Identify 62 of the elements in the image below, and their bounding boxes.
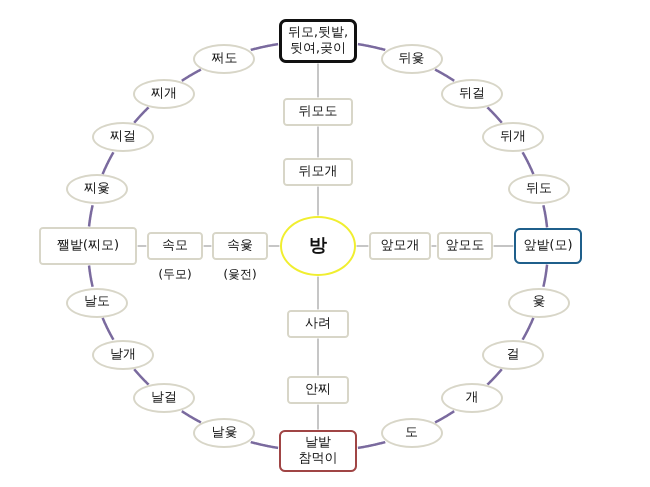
oval-node: 윷 — [508, 288, 570, 318]
oval-node: 찌윷 — [66, 174, 128, 204]
connector-line — [250, 440, 279, 450]
oval-node: 찌개 — [133, 78, 196, 109]
station-box: 뒤모도 — [283, 98, 353, 126]
connector-line — [317, 338, 319, 376]
oval-node: 뒤윷 — [380, 44, 443, 74]
oval-node: 뒤개 — [482, 122, 544, 152]
station-box: 사려 — [287, 310, 349, 338]
connector-line — [133, 368, 150, 386]
station-box: 쨀밭(찌모) — [39, 227, 137, 265]
connector-line — [434, 410, 455, 424]
connector-line — [88, 204, 94, 228]
connector-line — [317, 276, 319, 310]
connector-line — [494, 245, 514, 247]
connector-line — [542, 264, 548, 288]
oval-node: 걸 — [482, 340, 544, 370]
connector-line — [181, 68, 202, 82]
oval-node: 찌걸 — [92, 122, 154, 152]
oval-node: 날도 — [66, 288, 128, 318]
connector-line — [542, 204, 548, 228]
alias-text: (두모) — [158, 266, 192, 283]
connector-line — [317, 64, 319, 98]
connector-line — [101, 151, 114, 175]
station-box: 뒤모개 — [283, 158, 353, 186]
oval-node: 뒤도 — [508, 174, 570, 204]
station-box: 속윷 — [212, 232, 268, 260]
connector-line — [357, 42, 386, 52]
oval-node: 쩌도 — [193, 44, 256, 74]
oval-node: 날윷 — [193, 418, 256, 448]
connector-line — [88, 264, 94, 288]
connector-line — [317, 404, 319, 430]
oval-node: 개 — [440, 383, 503, 414]
connector-line — [434, 68, 455, 82]
oval-node: 뒤걸 — [440, 78, 503, 109]
connector-line — [317, 126, 319, 158]
alias-text: (윷전) — [223, 266, 257, 283]
connector-line — [357, 440, 386, 450]
oval-node: 날개 — [92, 340, 154, 370]
connector-line — [356, 245, 368, 247]
station-box: 안찌 — [287, 376, 349, 404]
connector-line — [317, 186, 319, 216]
oval-node: 도 — [380, 418, 443, 448]
node-text: 날밭 — [305, 434, 331, 451]
station-box: 앞모도 — [437, 232, 493, 260]
oval-node: 날걸 — [133, 383, 196, 414]
station-box: 앞밭(모) — [514, 228, 582, 264]
connector-line — [268, 245, 280, 247]
connector-line — [133, 106, 150, 124]
station-box — [279, 430, 357, 472]
connector-line — [250, 42, 279, 52]
connector-line — [486, 368, 503, 386]
oval-node: 방 — [280, 216, 356, 276]
station-box: 뒤모,뒷밭, 뒷여,곶이 — [279, 19, 357, 63]
connector-line — [486, 106, 503, 124]
station-box: 앞모개 — [369, 232, 431, 260]
connector-line — [181, 410, 202, 424]
connector-line — [522, 151, 535, 175]
connector-line — [522, 317, 535, 341]
station-box: 속모 — [147, 232, 203, 260]
node-text: 참먹이 — [298, 451, 338, 468]
connector-line — [101, 317, 114, 341]
